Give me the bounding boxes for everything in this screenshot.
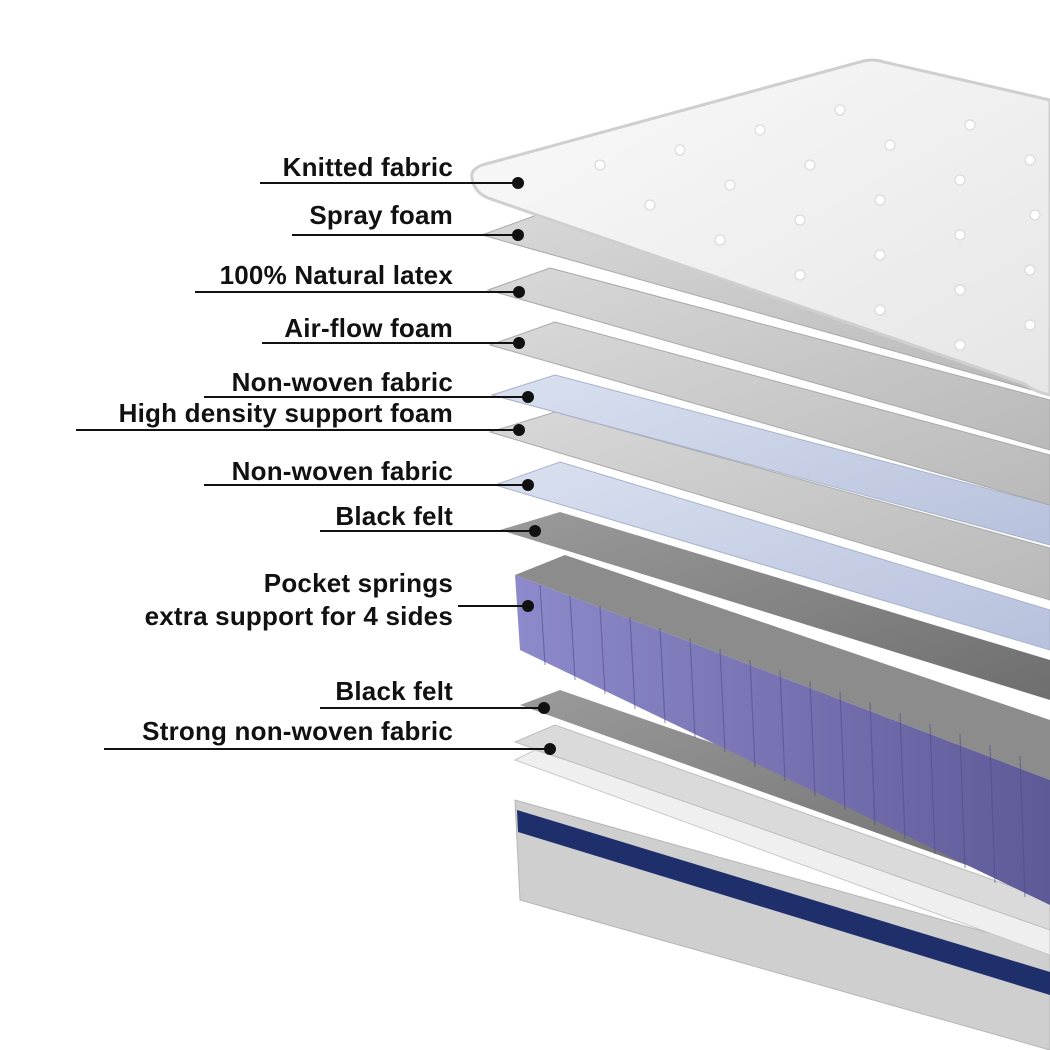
layer-natural-latex (486, 267, 1050, 451)
label-black-felt-bottom: Black felt (335, 676, 453, 706)
label-pocket-springs: Pocket springs extra support for 4 sides (145, 567, 453, 633)
label-black-felt-top: Black felt (335, 501, 453, 531)
knitted-cover (470, 58, 1050, 397)
leader-dot (512, 177, 524, 189)
label-pocket-springs-line2: extra support for 4 sides (144, 601, 453, 631)
layer-airflow-foam (488, 321, 1050, 506)
label-nonwoven-fabric-upper: Non-woven fabric (231, 367, 453, 397)
leader-line (320, 707, 544, 709)
springs-top (515, 555, 1050, 780)
leader-dot (513, 286, 525, 298)
label-nonwoven-fabric-lower: Non-woven fabric (231, 456, 453, 486)
layer-pocket-springs (515, 555, 1050, 905)
leader-dot (522, 600, 534, 612)
base-top (513, 749, 1050, 956)
leader-line (104, 748, 550, 750)
leader-dot (538, 702, 550, 714)
layer-knitted-fabric (470, 58, 1050, 397)
label-airflow-foam: Air-flow foam (284, 313, 453, 343)
leader-line (320, 530, 535, 532)
leader-line (292, 234, 518, 236)
layer-high-density-foam (488, 411, 1050, 601)
label-high-density-foam: High density support foam (118, 398, 453, 428)
base-border-band (517, 810, 1050, 995)
spring-coils (539, 584, 1026, 898)
leader-dot (513, 337, 525, 349)
leader-dot (544, 743, 556, 755)
leader-dot (522, 391, 534, 403)
layer-strong-nonwoven (513, 724, 1050, 931)
quilt-tufts (594, 104, 1041, 351)
leader-line (195, 291, 519, 293)
label-pocket-springs-line1: Pocket springs (263, 568, 453, 598)
layer-spray-foam (480, 211, 1050, 396)
layer-black-felt-top (500, 512, 1050, 700)
leader-line (260, 182, 518, 184)
leader-dot (513, 424, 525, 436)
label-knitted-fabric: Knitted fabric (282, 152, 453, 182)
leader-line (76, 429, 519, 431)
leader-dot (529, 525, 541, 537)
leader-dot (522, 479, 534, 491)
label-spray-foam: Spray foam (309, 200, 453, 230)
label-natural-latex: 100% Natural latex (219, 260, 453, 290)
leader-line (204, 484, 528, 486)
layer-nonwoven-upper (490, 374, 1050, 546)
base-mattress (513, 749, 1050, 1050)
label-strong-nonwoven: Strong non-woven fabric (142, 716, 453, 746)
leader-line (458, 605, 528, 607)
springs-front (515, 575, 1050, 905)
layer-black-felt-bottom (520, 690, 1050, 895)
leader-line (262, 342, 519, 344)
layer-nonwoven-lower (493, 461, 1050, 651)
leader-dot (512, 229, 524, 241)
leader-line (204, 396, 528, 398)
